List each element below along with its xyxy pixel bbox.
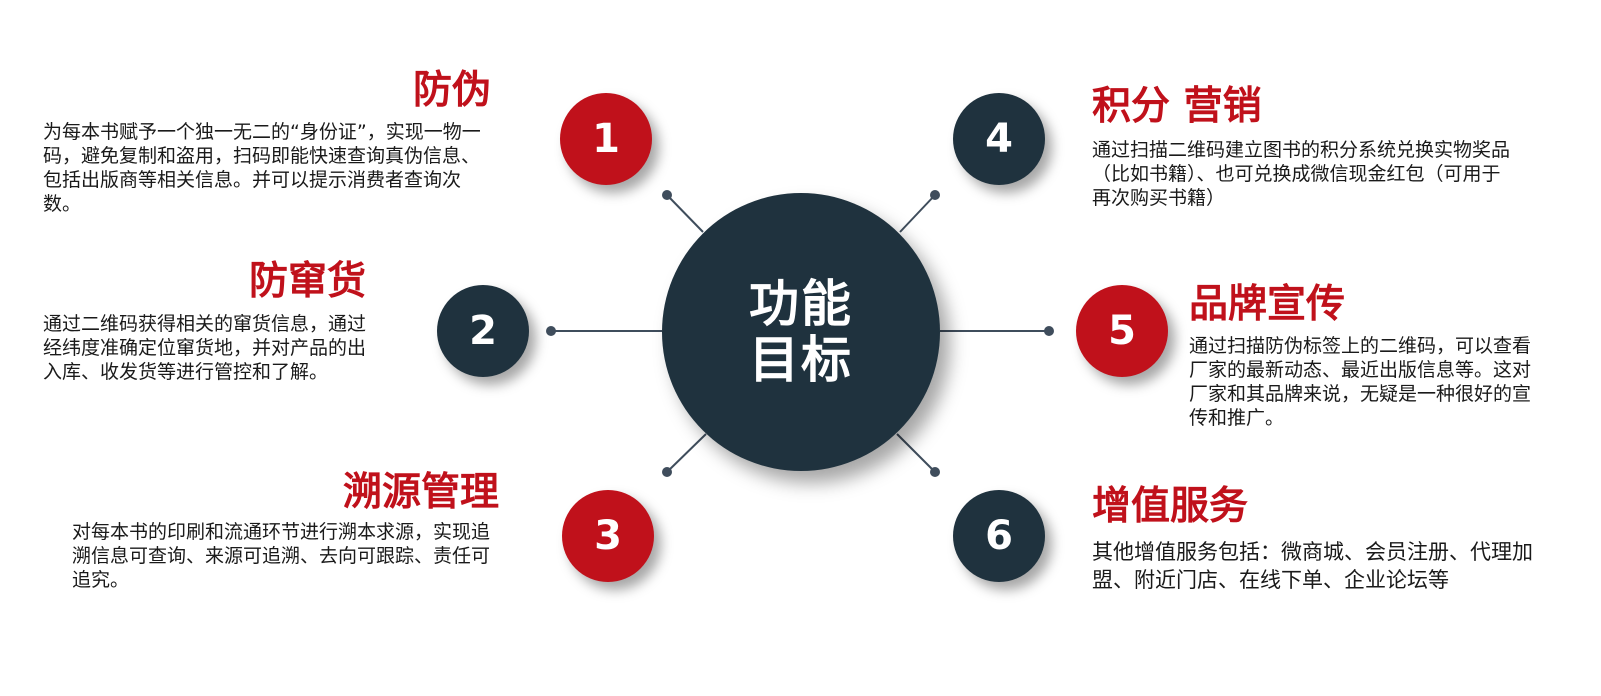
number-badge-6: 6 [953,490,1045,582]
connector-1 [666,194,704,233]
connector-6 [896,433,936,473]
connector-dot-2 [546,326,556,336]
item-description-anti-counterfeit: 为每本书赋予一个独一无二的“身份证”，实现一物一码，避免复制和盗用，扫码即能快速… [43,121,481,215]
connector-dot-1 [662,190,672,200]
number-badge-2: 2 [437,285,529,377]
connector-3 [666,433,707,473]
connector-dot-6 [930,467,940,477]
item-description-points-marketing: 通过扫描二维码建立图书的积分系统兑换实物奖品（比如书籍）、也可兑换成微信现金红包… [1092,139,1511,209]
connector-4 [899,194,936,233]
center-label-line1: 功能 [749,275,853,333]
number-badge-3: 3 [562,490,654,582]
item-description-brand-promotion: 通过扫描防伪标签上的二维码，可以查看厂家的最新动态、最近出版信息等。这对厂家和其… [1189,335,1532,429]
connector-dot-5 [1044,326,1054,336]
item-title-points-marketing: 积分 营销 [1092,84,1262,129]
item-description-anti-diversion: 通过二维码获得相关的窜货信息，通过经纬度准确定位窜货地，并对产品的出入库、收发货… [43,313,367,383]
number-badge-4: 4 [953,93,1045,185]
item-title-traceability: 溯源管理 [342,470,499,515]
center-label-line2: 目标 [749,331,853,389]
center-circle: 功能 目标 [662,193,940,471]
number-badge-5: 5 [1076,285,1168,377]
connector-dot-4 [930,190,940,200]
item-description-traceability: 对每本书的印刷和流通环节进行溯本求源，实现追溯信息可查询、来源可追溯、去向可跟踪… [72,521,491,591]
item-title-value-added-services: 增值服务 [1092,484,1249,529]
number-badge-1: 1 [560,93,652,185]
item-title-brand-promotion: 品牌宣传 [1189,282,1346,327]
item-title-anti-diversion: 防窜货 [248,259,366,304]
connector-dot-3 [662,467,672,477]
item-title-anti-counterfeit: 防伪 [412,68,491,113]
item-description-value-added-services: 其他增值服务包括：微商城、会员注册、代理加盟、附近门店、在线下单、企业论坛等 [1092,540,1533,592]
